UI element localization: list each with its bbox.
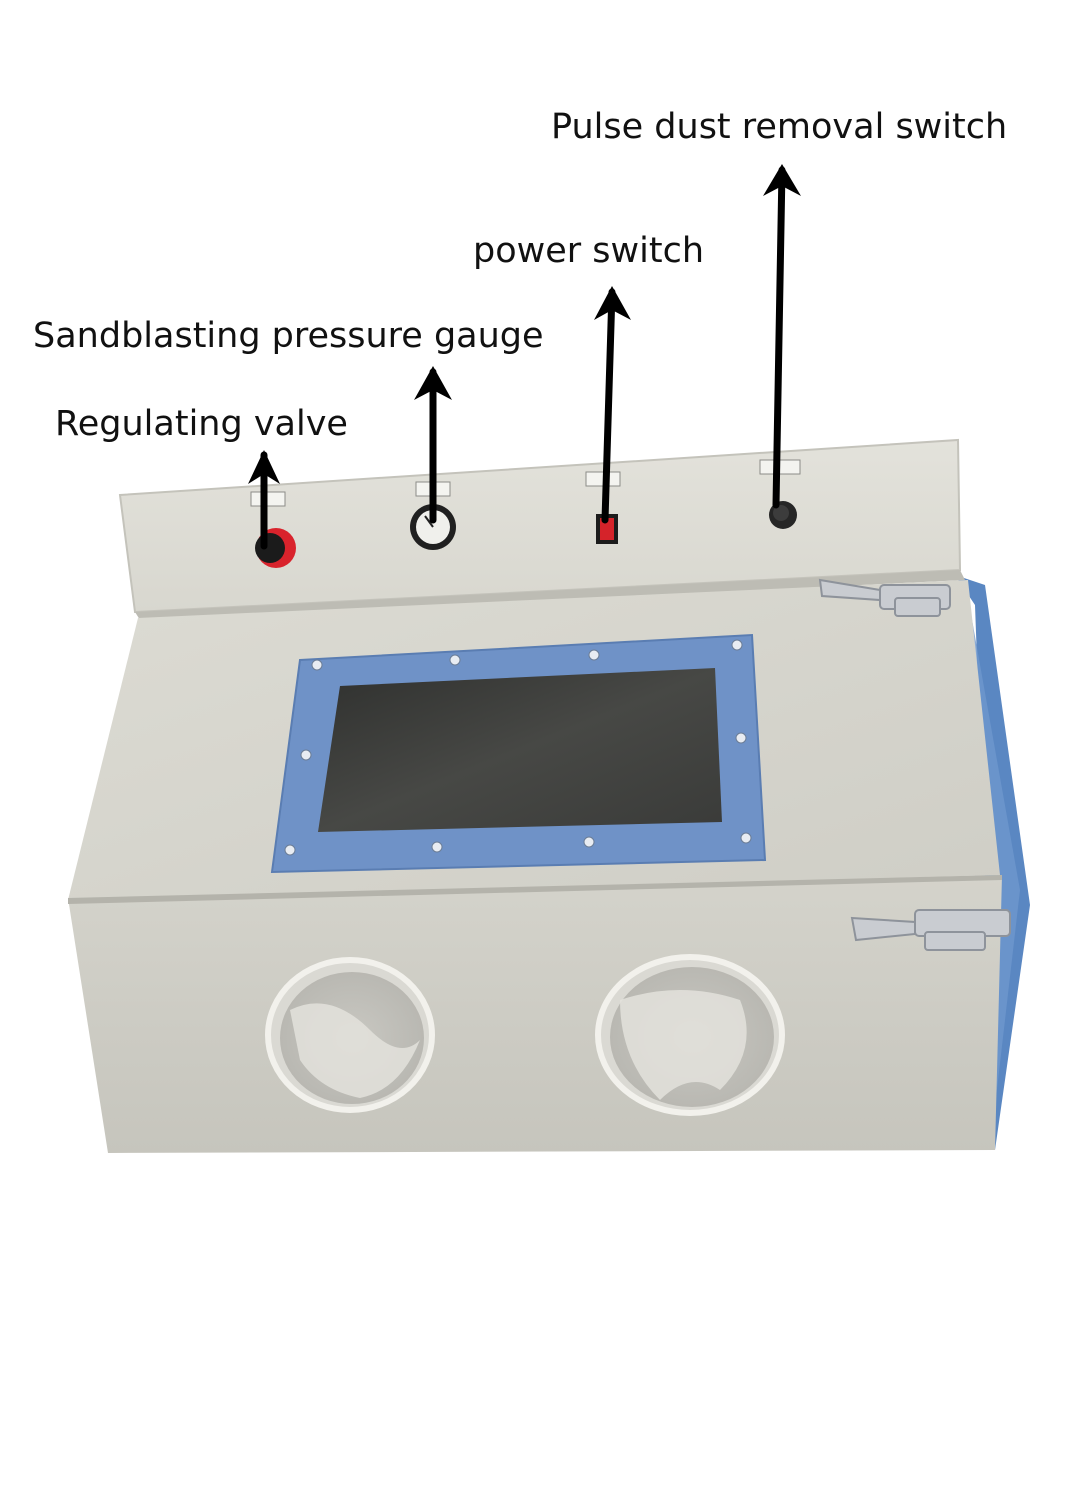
upper-latch	[818, 578, 951, 617]
front-edge-shadow	[68, 875, 1002, 904]
arrowhead-pulse-switch	[763, 164, 801, 196]
label-regulating-valve: Regulating valve	[55, 404, 348, 444]
power-switch-rocker	[596, 514, 618, 544]
arrowhead-power-switch	[594, 286, 631, 320]
arrow-power-switch	[601, 288, 616, 524]
arrowhead-pressure-gauge	[414, 366, 452, 400]
arrowhead-regulating-valve	[248, 450, 280, 484]
window-bolts	[284, 639, 752, 856]
label-power-switch: power switch	[473, 231, 705, 271]
control-panel-rim	[135, 570, 965, 620]
pressure-gauge	[410, 504, 456, 550]
label-sandblasting-pressure-gauge: Sandblasting pressure gauge	[33, 316, 544, 356]
lower-latch	[850, 909, 1011, 951]
label-pulse-dust-removal-switch: Pulse dust removal switch	[551, 107, 1008, 147]
window-glass	[318, 668, 722, 832]
arrow-pulse-switch	[772, 166, 786, 509]
